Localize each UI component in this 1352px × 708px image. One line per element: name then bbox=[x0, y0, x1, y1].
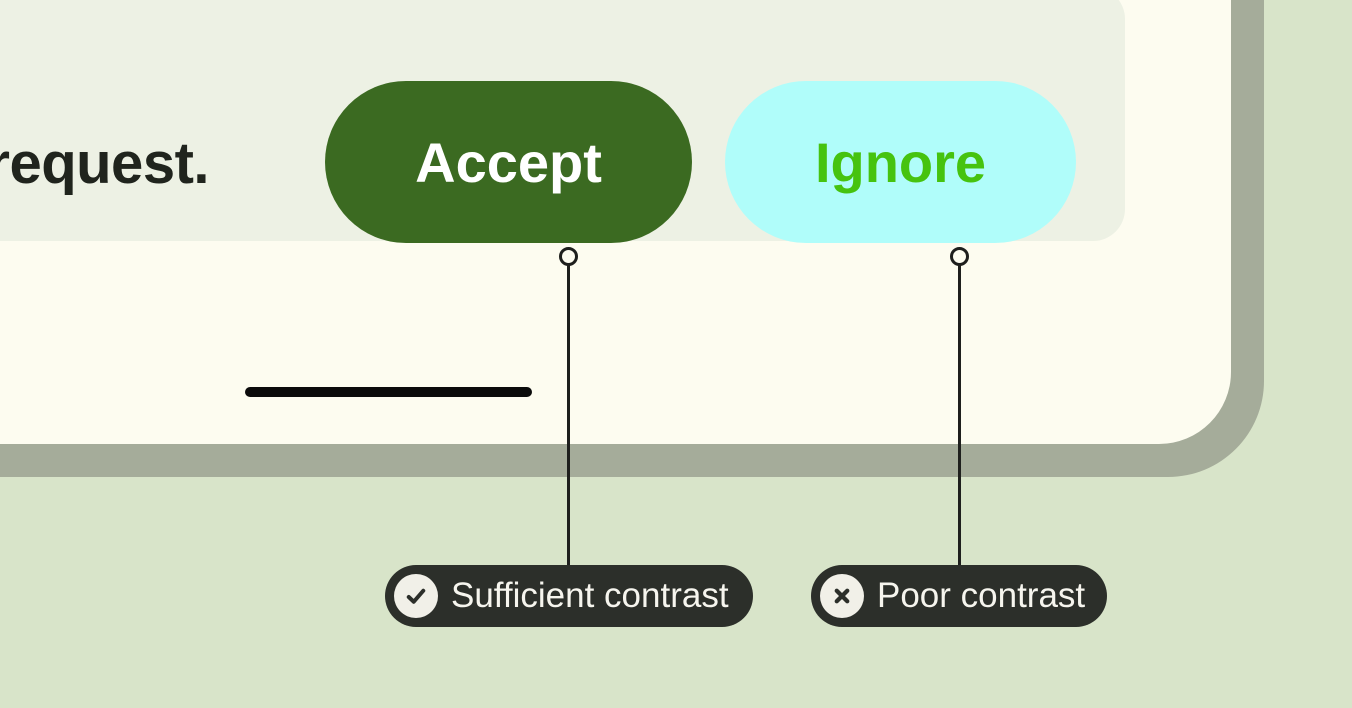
phone-screen: a request. Accept Ignore bbox=[0, 0, 1231, 444]
accept-button[interactable]: Accept bbox=[325, 81, 692, 243]
callout-anchor-ignore bbox=[950, 247, 969, 266]
close-icon bbox=[820, 574, 864, 618]
annotation-label: Sufficient contrast bbox=[451, 576, 729, 615]
home-indicator bbox=[245, 387, 532, 397]
annotation-poor-contrast: Poor contrast bbox=[811, 565, 1107, 627]
callout-anchor-accept bbox=[559, 247, 578, 266]
message-card: a request. Accept Ignore bbox=[0, 0, 1125, 243]
check-icon bbox=[394, 574, 438, 618]
annotation-label: Poor contrast bbox=[877, 576, 1086, 615]
callout-line-ignore bbox=[958, 263, 961, 566]
message-text: a request. bbox=[0, 131, 210, 196]
annotation-sufficient-contrast: Sufficient contrast bbox=[385, 565, 753, 627]
callout-line-accept bbox=[567, 263, 570, 566]
ignore-button[interactable]: Ignore bbox=[725, 81, 1076, 243]
